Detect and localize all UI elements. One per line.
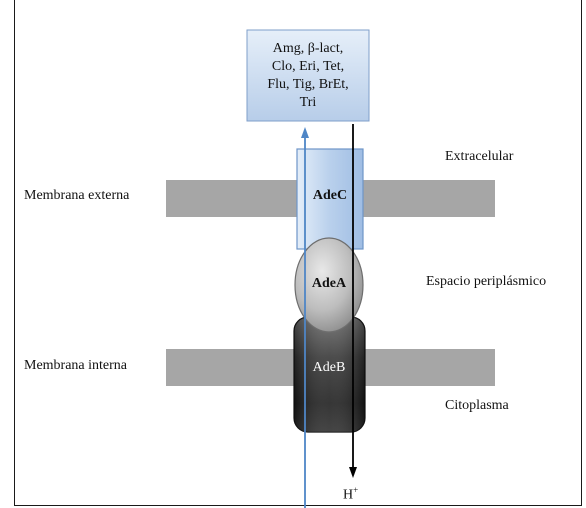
cytoplasm-label: Citoplasma: [445, 398, 509, 413]
figure-frame: [14, 0, 582, 506]
proton-charge: +: [353, 485, 359, 495]
adea-adaptor: [294, 237, 364, 333]
proton-arrow-head: [349, 467, 357, 478]
proton-symbol: H: [343, 487, 354, 503]
adec-label: AdeC: [312, 188, 348, 203]
adeb-label: AdeB: [312, 360, 346, 375]
extracellular-label: Extracelular: [445, 149, 514, 164]
proton-label: H+: [343, 485, 358, 504]
adec-channel: [296, 148, 364, 250]
periplasm-label: Espacio periplásmico: [426, 274, 547, 289]
inner-membrane-label: Membrana interna: [24, 358, 128, 373]
adea-label: AdeA: [311, 276, 347, 291]
outer-membrane-label: Membrana externa: [24, 188, 130, 203]
substrate-arrow-head: [301, 127, 309, 138]
substrate-box: [246, 29, 370, 122]
substrate-list: Amg, β-lact, Clo, Eri, Tet, Flu, Tig, Br…: [267, 40, 349, 110]
